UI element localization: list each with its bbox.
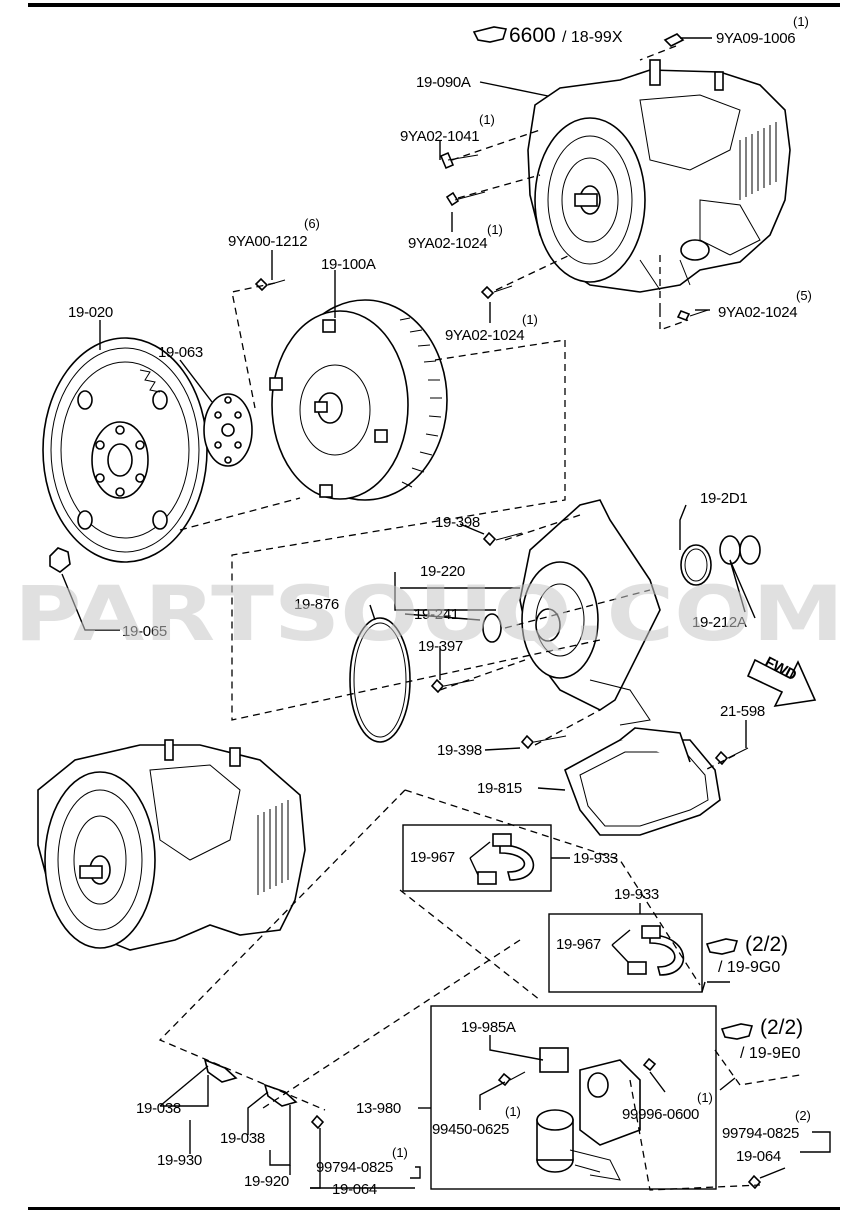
part-number-label[interactable]: 9YA02-1041 xyxy=(400,128,480,145)
part-number-label[interactable]: 19-2D1 xyxy=(700,490,748,507)
ref-right-a-code[interactable]: / 19-9G0 xyxy=(718,959,780,976)
part-number-label[interactable]: 19-065 xyxy=(122,623,167,640)
part-number-label[interactable]: 19-985A xyxy=(461,1019,516,1036)
part-number-label[interactable]: 19-930 xyxy=(157,1152,202,1169)
part-number-label[interactable]: 9YA02-1024 xyxy=(718,304,798,321)
part-qty: (1) xyxy=(479,112,495,127)
bottom-rule xyxy=(28,1207,840,1210)
part-number-label[interactable]: 19-064 xyxy=(332,1181,377,1198)
pointing-hand-icon xyxy=(705,938,739,955)
flywheel-drawing xyxy=(42,337,208,563)
part-number-label[interactable]: 9YA02-1024 xyxy=(408,235,488,252)
pointing-hand-icon xyxy=(720,1023,754,1040)
part-number-label[interactable]: 99996-0600 xyxy=(622,1106,699,1123)
part-number-label[interactable]: 19-398 xyxy=(435,514,480,531)
part-number-label[interactable]: 19-398 xyxy=(437,742,482,759)
snap-ring-and-gasket-drawing xyxy=(680,535,761,586)
part-number-label[interactable]: 99450-0625 xyxy=(432,1121,509,1138)
part-number-label[interactable]: 19-063 xyxy=(158,344,203,361)
ref-right-a-page[interactable]: (2/2) xyxy=(745,933,788,956)
ref-top-code[interactable]: / 18-99X xyxy=(562,29,623,46)
reference-right-b: (2/2) / 19-9E0 xyxy=(720,1016,803,1062)
part-qty: (1) xyxy=(392,1145,408,1160)
part-number-label[interactable]: 19-212A xyxy=(692,614,747,631)
part-number-label[interactable]: 19-038 xyxy=(136,1100,181,1117)
fitting-drawings xyxy=(203,1058,298,1107)
watermark: PARTSOUQ.COM xyxy=(14,569,844,658)
part-number-label[interactable]: 19-020 xyxy=(68,304,113,321)
part-number-label[interactable]: 19-038 xyxy=(220,1130,265,1147)
pointing-hand-icon xyxy=(472,26,508,43)
ref-right-b-code[interactable]: / 19-9E0 xyxy=(740,1045,801,1062)
part-number-label[interactable]: 13-980 xyxy=(356,1100,401,1117)
part-number-label[interactable]: 19-397 xyxy=(418,638,463,655)
torque-converter-drawing xyxy=(269,299,448,501)
part-number-label[interactable]: 19-100A xyxy=(321,256,376,273)
part-qty: (1) xyxy=(505,1104,521,1119)
part-number-label[interactable]: 19-967 xyxy=(410,849,455,866)
part-qty: (1) xyxy=(793,14,809,29)
part-qty: (1) xyxy=(697,1090,713,1105)
top-rule xyxy=(28,3,840,7)
part-number-label[interactable]: 19-220 xyxy=(420,563,465,580)
callout-labels: (1) 9YA09-1006 19-090A (1) 9YA02-1041 (1… xyxy=(68,14,812,1198)
part-number-label[interactable]: 19-090A xyxy=(416,74,471,91)
part-number-label[interactable]: 99794-0825 xyxy=(316,1159,393,1176)
part-number-label[interactable]: 9YA02-1024 xyxy=(445,327,525,344)
oil-pan-drawing xyxy=(564,727,721,836)
part-number-label[interactable]: 9YA09-1006 xyxy=(716,30,796,47)
dashed-guide-lines xyxy=(158,45,801,1191)
o-ring-drawing xyxy=(349,617,411,743)
part-number-label[interactable]: 19-967 xyxy=(556,936,601,953)
oil-pump-housing-drawing xyxy=(482,499,661,726)
part-qty: (1) xyxy=(487,222,503,237)
transaxle-assembly-drawing xyxy=(527,59,791,293)
oil-cooler-drawing xyxy=(430,1005,717,1190)
part-number-label[interactable]: 99794-0825 xyxy=(722,1125,799,1142)
part-number-label[interactable]: 19-241 xyxy=(414,606,459,623)
part-qty: (5) xyxy=(796,288,812,303)
reference-top: 6600 / 18-99X xyxy=(472,24,623,47)
o-ring-inner-drawing xyxy=(353,622,407,738)
ref-top-page[interactable]: 6600 xyxy=(509,24,556,47)
part-number-label[interactable]: 19-933 xyxy=(573,850,618,867)
transaxle-rear-view-drawing xyxy=(37,739,306,951)
part-number-label[interactable]: 19-876 xyxy=(294,596,339,613)
leader-lines xyxy=(61,37,831,1189)
reference-right-a: (2/2) / 19-9G0 xyxy=(705,933,788,976)
part-number-label[interactable]: 19-933 xyxy=(614,886,659,903)
part-qty: (6) xyxy=(304,216,320,231)
part-number-label[interactable]: 21-598 xyxy=(720,703,765,720)
part-qty: (2) xyxy=(795,1108,811,1123)
part-number-label[interactable]: 19-920 xyxy=(244,1173,289,1190)
part-number-label[interactable]: 9YA00-1212 xyxy=(228,233,308,250)
part-number-label[interactable]: 19-815 xyxy=(477,780,522,797)
drive-plate-drawing xyxy=(203,393,253,467)
part-number-label[interactable]: 19-064 xyxy=(736,1148,781,1165)
part-qty: (1) xyxy=(522,312,538,327)
fwd-arrow: FWD xyxy=(746,653,817,708)
ref-right-b-page[interactable]: (2/2) xyxy=(760,1016,803,1039)
